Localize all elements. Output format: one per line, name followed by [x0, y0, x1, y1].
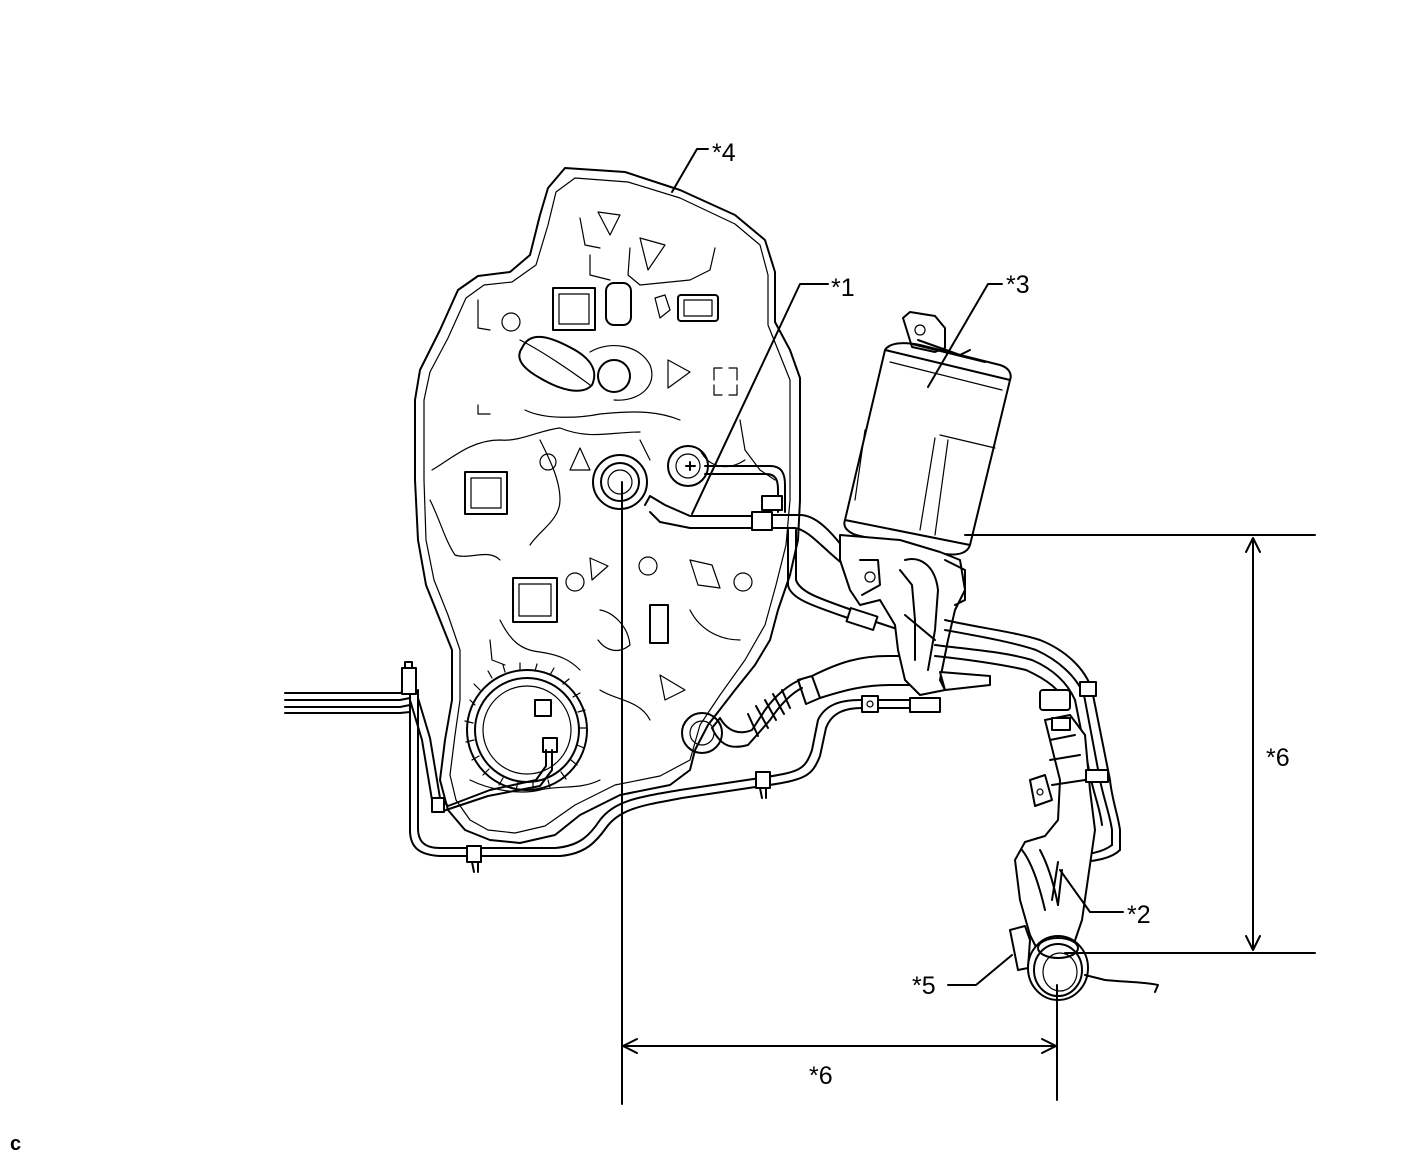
callout-5: *5: [912, 972, 936, 1000]
callout-2: *2: [1127, 901, 1151, 929]
tank-fitting-center: [592, 454, 648, 510]
callout-6-horizontal: *6: [809, 1062, 833, 1090]
leader-line-2: [1059, 869, 1124, 913]
dimension-horizontal: [621, 481, 1058, 1105]
canister-vent-tubes: [934, 619, 1121, 863]
leader-line-5: [947, 954, 1013, 986]
callout-6-vertical: *6: [1266, 744, 1290, 772]
leader-line-1: [691, 283, 829, 515]
callout-1: *1: [831, 274, 855, 302]
callout-4: *4: [712, 139, 736, 167]
callout-3: *3: [1006, 271, 1030, 299]
filler-hose: [711, 655, 941, 748]
corner-mark: c: [10, 1133, 21, 1155]
leader-line-4: [671, 148, 709, 193]
fuel-pump-cover: [464, 662, 588, 792]
dimension-vertical: [964, 534, 1316, 954]
fuel-filler-pipe: [1009, 681, 1159, 1001]
charcoal-canister: [839, 311, 1012, 696]
fuel-lines-left: [284, 661, 941, 873]
leader-line-3: [927, 283, 1003, 388]
